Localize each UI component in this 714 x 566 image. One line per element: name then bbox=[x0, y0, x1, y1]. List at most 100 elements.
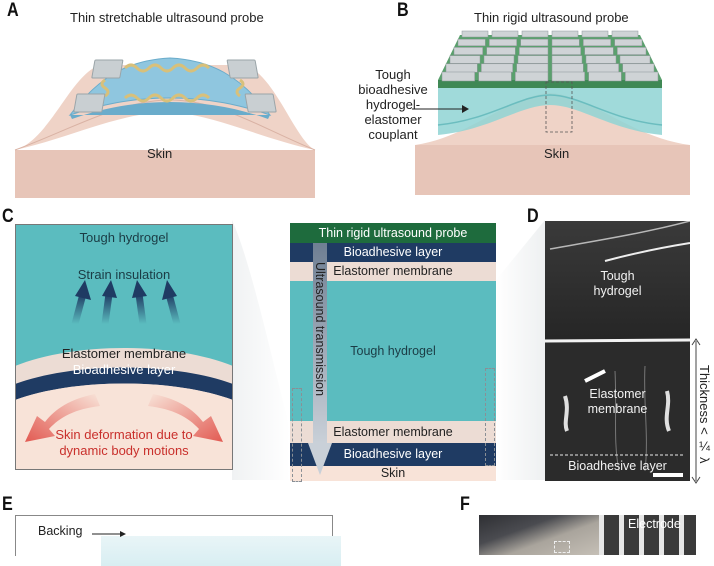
d-tough-hydrogel: Tough hydrogel bbox=[593, 269, 642, 298]
transducer-element bbox=[520, 38, 549, 47]
d-elastomer: Elastomer membrane bbox=[587, 387, 648, 416]
sem-features bbox=[545, 221, 690, 477]
backing-arrow bbox=[92, 531, 126, 537]
dashed-box-right bbox=[485, 368, 495, 466]
strain-arrow bbox=[101, 280, 117, 325]
c-strain-insulation: Strain insulation bbox=[77, 267, 171, 282]
transducer-element bbox=[551, 30, 579, 38]
transducer-element bbox=[551, 63, 584, 73]
transducer-element bbox=[483, 55, 515, 64]
transducer-element bbox=[73, 93, 106, 113]
panel-label-c: C bbox=[2, 206, 14, 227]
scale-bar bbox=[653, 473, 683, 477]
transducer-grid bbox=[441, 30, 659, 82]
transducer-element bbox=[478, 71, 512, 82]
transducer-element bbox=[551, 55, 583, 64]
transducer-element bbox=[551, 47, 581, 55]
hydrogel-couplant bbox=[438, 88, 662, 135]
skin-block-a bbox=[15, 150, 315, 198]
panel-a-illustration bbox=[14, 57, 316, 198]
panel-c-strain-diagram bbox=[15, 224, 233, 470]
sem-micrograph: Tough hydrogel Elastomer membrane Bioadh… bbox=[545, 221, 690, 481]
d-thickness-label: Thickness < ¼ λ bbox=[697, 365, 712, 464]
transducer-element bbox=[226, 59, 259, 79]
panel-b-skin-label: Skin bbox=[544, 146, 570, 161]
panel-label-f: F bbox=[460, 494, 470, 515]
layer-bioadhesive-bottom: Bioadhesive layer bbox=[290, 443, 496, 466]
transducer-element bbox=[619, 55, 651, 64]
panel-a-skin-label: Skin bbox=[147, 146, 173, 161]
zoom-region-box bbox=[545, 81, 573, 133]
transducer-element bbox=[445, 63, 478, 73]
couplant-arrow bbox=[412, 105, 469, 113]
layer-skin: Skin bbox=[290, 466, 496, 481]
transducer-element bbox=[625, 71, 659, 82]
transducer-element bbox=[441, 71, 475, 82]
transducer-element bbox=[491, 30, 519, 38]
layer-bioadhesive-top: Bioadhesive layer bbox=[290, 243, 496, 262]
serpentine-bottom bbox=[123, 93, 211, 103]
panel-f-photo bbox=[479, 515, 599, 555]
panel-c-layer-stack: Thin rigid ultrasound probe Bioadhesive … bbox=[290, 223, 496, 481]
strain-arrow bbox=[132, 280, 147, 325]
panel-e-backing-region bbox=[101, 536, 341, 566]
transducer-element bbox=[489, 38, 517, 47]
transducer-element bbox=[622, 63, 655, 73]
panel-label-b: B bbox=[397, 0, 409, 21]
panel-label-a: A bbox=[7, 0, 19, 21]
panel-b-illustration bbox=[415, 30, 690, 195]
transducer-element bbox=[449, 55, 481, 64]
transducer-element bbox=[583, 38, 611, 47]
transducer-element bbox=[581, 30, 609, 38]
layer-elastomer-bottom: Elastomer membrane bbox=[290, 421, 496, 443]
transducer-element bbox=[617, 47, 647, 55]
f-dashed-box bbox=[554, 541, 570, 553]
transducer-element bbox=[461, 30, 489, 38]
deformation-arrow-right bbox=[148, 394, 223, 442]
panel-a-title: Thin stretchable ultrasound probe bbox=[70, 10, 264, 25]
f-electrode-label: Electrode bbox=[628, 517, 681, 531]
panel-f-electrode-image bbox=[599, 515, 696, 555]
c-left-tough-hydrogel: Tough hydrogel bbox=[79, 230, 169, 245]
layer-elastomer-top: Elastomer membrane bbox=[290, 262, 496, 281]
bioadhesive-arc bbox=[15, 367, 233, 400]
dashed-box-left bbox=[292, 388, 302, 482]
transducer-element bbox=[585, 55, 617, 64]
deformation-arrow-left bbox=[25, 394, 100, 442]
transducer-element bbox=[519, 47, 549, 55]
transducer-element bbox=[611, 30, 639, 38]
transducer-element bbox=[91, 59, 124, 79]
c-left-bioadhesive: Bioadhesive layer bbox=[72, 362, 176, 377]
transducer-element bbox=[453, 47, 483, 55]
strain-arrow bbox=[162, 280, 181, 325]
c-left-elastomer: Elastomer membrane bbox=[61, 346, 187, 361]
layer-probe: Thin rigid ultrasound probe bbox=[290, 223, 496, 243]
transducer-element bbox=[517, 55, 549, 64]
transducer-element bbox=[481, 63, 513, 73]
transducer-element bbox=[551, 71, 585, 82]
transducer-element bbox=[551, 38, 580, 47]
c-skin-deformation: Skin deformation due to dynamic body mot… bbox=[55, 427, 193, 458]
zoom-funnel bbox=[232, 220, 545, 480]
transducer-element bbox=[588, 71, 622, 82]
ultrasound-transmission-arrow bbox=[308, 243, 332, 475]
transducer-element bbox=[516, 63, 549, 73]
transducer-element bbox=[515, 71, 549, 82]
sem-hydrogel-region bbox=[545, 221, 690, 339]
panel-label-d: D bbox=[527, 206, 539, 227]
transducer-element bbox=[614, 38, 643, 47]
transducer-element bbox=[587, 63, 619, 73]
thickness-bracket bbox=[691, 338, 701, 484]
ultrasound-transmission-label: Ultrasound transmission bbox=[313, 262, 327, 397]
couplant-label: Tough bioadhesive hydrogel- elastomer co… bbox=[358, 67, 428, 142]
d-bioadhesive: Bioadhesive layer bbox=[568, 459, 667, 473]
panel-b-title: Thin rigid ultrasound probe bbox=[474, 10, 629, 25]
transducer-element bbox=[521, 30, 549, 38]
strain-arrow bbox=[71, 280, 91, 325]
panel-label-e: E bbox=[2, 494, 13, 515]
transducer-element bbox=[584, 47, 614, 55]
transducer-element bbox=[457, 38, 486, 47]
e-backing-label: Backing bbox=[38, 524, 83, 538]
transducer-element bbox=[486, 47, 516, 55]
serpentine-top bbox=[123, 63, 211, 73]
